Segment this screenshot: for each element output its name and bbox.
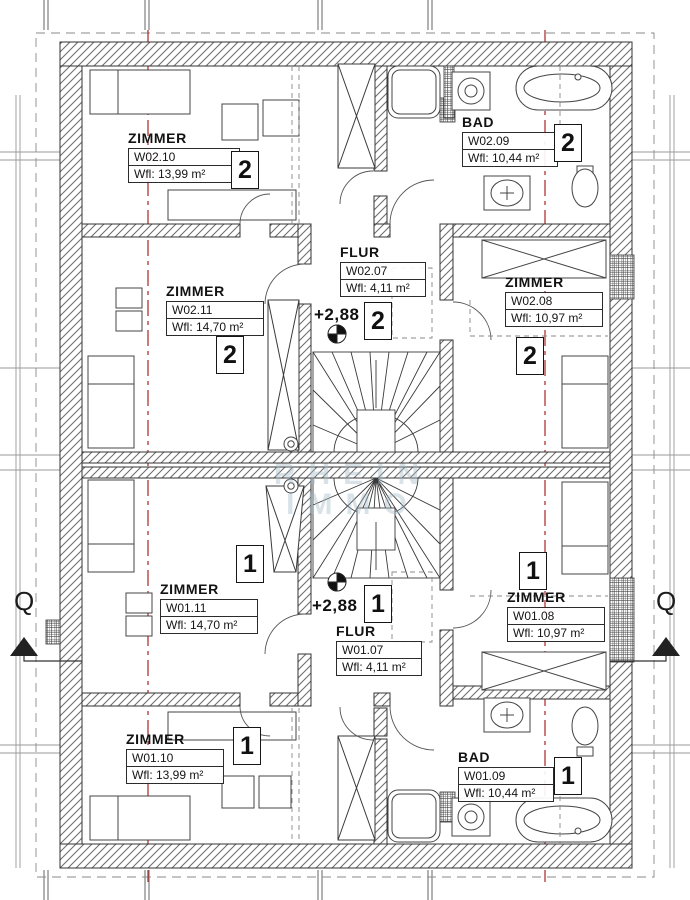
room-area: Wfl: 14,70 m² <box>167 318 263 335</box>
room-area: Wfl: 10,44 m² <box>459 784 553 801</box>
room-name: FLUR <box>340 244 380 260</box>
room-code: W01.08 <box>513 609 555 623</box>
room-area: Wfl: 13,99 m² <box>127 766 223 783</box>
room-area: Wfl: 10,44 m² <box>463 149 557 166</box>
staircase-upper <box>312 351 441 453</box>
unit-badge-w02-09: 2 <box>554 124 582 162</box>
room-name: ZIMMER <box>166 283 225 299</box>
level-label-upper: +2,88 <box>314 305 360 324</box>
room-label-w02-07: FLUR W02.07 Wfl: 4,11 m² <box>340 244 426 297</box>
room-name: ZIMMER <box>505 274 564 290</box>
room-code: W01.07 <box>342 643 384 657</box>
room-name: ZIMMER <box>507 589 566 605</box>
room-label-w02-11: ZIMMER W02.11 Wfl: 14,70 m² <box>166 283 264 336</box>
unit-badge-w01-10: 1 <box>233 727 261 765</box>
room-label-w01-11: ZIMMER W01.11 Wfl: 14,70 m² <box>160 581 258 634</box>
piers <box>45 65 635 823</box>
room-code: W01.10 <box>132 751 174 765</box>
unit-badge-w02-11: 2 <box>216 336 244 374</box>
unit-badge-w01-11: 1 <box>236 545 264 583</box>
room-code: W02.08 <box>511 294 553 308</box>
unit-badge-w02-10: 2 <box>231 151 259 189</box>
unit-badge-w01-09: 1 <box>554 757 582 795</box>
room-name: BAD <box>458 749 491 765</box>
room-name: FLUR <box>336 623 376 639</box>
shafts <box>265 63 376 841</box>
room-label-w02-09: BAD W02.09 Wfl: 10,44 m² <box>462 114 558 167</box>
staircase-lower <box>312 477 441 579</box>
room-area: Wfl: 13,99 m² <box>129 165 239 182</box>
room-area: Wfl: 10,97 m² <box>506 309 602 326</box>
section-label-q-left: Q <box>14 586 35 616</box>
unit-badge-w02-08: 2 <box>516 337 544 375</box>
room-name: ZIMMER <box>128 130 187 146</box>
door-swings <box>239 170 492 751</box>
room-name: BAD <box>462 114 495 130</box>
room-area: Wfl: 10,97 m² <box>508 624 604 641</box>
room-code: W02.07 <box>346 264 388 278</box>
room-label-w01-08: ZIMMER W01.08 Wfl: 10,97 m² <box>507 589 605 642</box>
room-name: ZIMMER <box>160 581 219 597</box>
room-area: Wfl: 14,70 m² <box>161 616 257 633</box>
section-markers <box>10 637 680 662</box>
level-markers <box>327 324 347 592</box>
room-code: W01.09 <box>464 769 506 783</box>
room-code: W02.10 <box>134 150 176 164</box>
section-label-q-right: Q <box>656 586 677 616</box>
fixtures <box>87 65 613 843</box>
room-label-w01-07: FLUR W01.07 Wfl: 4,11 m² <box>336 623 422 676</box>
room-code: W02.09 <box>468 134 510 148</box>
room-label-w02-10: ZIMMER W02.10 Wfl: 13,99 m² <box>128 130 240 183</box>
room-label-w02-08: ZIMMER W02.08 Wfl: 10,97 m² <box>505 274 603 327</box>
room-name: ZIMMER <box>126 731 185 747</box>
unit-badge-w02-07: 2 <box>364 302 392 340</box>
room-label-w01-09: BAD W01.09 Wfl: 10,44 m² <box>458 749 554 802</box>
level-label-lower: +2,88 <box>312 596 358 615</box>
unit-badge-w01-08: 1 <box>519 552 547 590</box>
room-area: Wfl: 4,11 m² <box>341 279 425 296</box>
unit-badge-w01-07: 1 <box>364 585 392 623</box>
room-code: W02.11 <box>172 303 213 317</box>
room-area: Wfl: 4,11 m² <box>337 658 421 675</box>
room-code: W01.11 <box>166 601 207 615</box>
room-label-w01-10: ZIMMER W01.10 Wfl: 13,99 m² <box>126 731 224 784</box>
